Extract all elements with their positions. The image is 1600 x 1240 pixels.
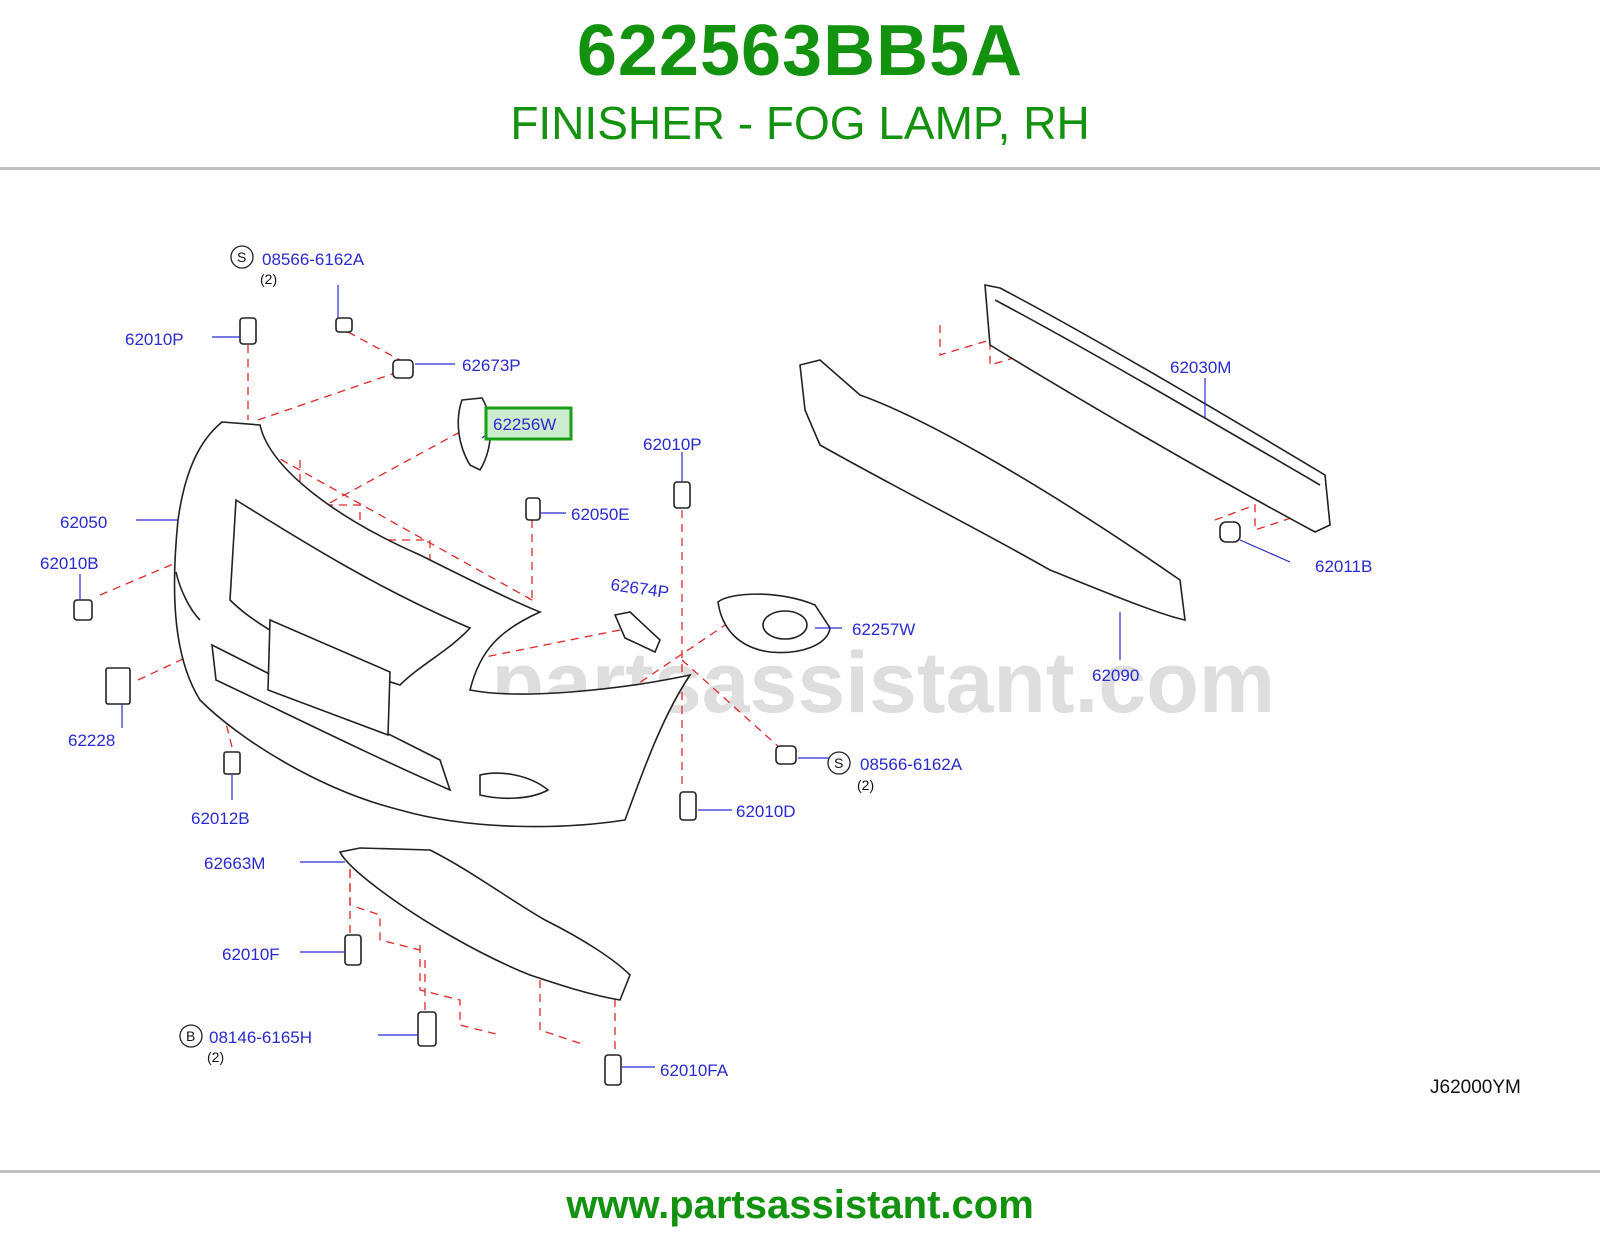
footer-site-url[interactable]: www.partsassistant.com [566,1183,1034,1227]
bolt-62010f-part [344,934,362,966]
label-62010p-left[interactable]: 62010P [125,330,184,349]
svg-text:S: S [237,249,246,265]
part-description: FINISHER - FOG LAMP, RH [510,97,1090,149]
label-leader-lines [79,285,1291,1068]
label-08566-6162a-right[interactable]: 08566-6162A [860,755,963,774]
energy-absorber-part [799,359,1186,622]
clip-62010p-b-part [673,481,691,509]
label-62228[interactable]: 62228 [68,731,115,750]
label-08146-6165h[interactable]: 08146-6165H [209,1028,312,1047]
label-62090[interactable]: 62090 [1092,666,1139,685]
label-62010d[interactable]: 62010D [736,802,796,821]
label-08566-6162a-top[interactable]: 08566-6162A [262,250,365,269]
sensor-62228-part [105,667,131,705]
label-62050[interactable]: 62050 [60,513,107,532]
label-62010f[interactable]: 62010F [222,945,280,964]
qty-08566-right: (2) [857,777,874,793]
bolt-62010d-part [679,791,697,821]
label-62050e[interactable]: 62050E [571,505,630,524]
engine-undercover-part [338,847,631,1001]
screw-08566-a-part [335,317,353,333]
front-bumper-fascia [173,421,692,828]
label-62673p[interactable]: 62673P [462,356,521,375]
badge-s-2: S [827,751,851,775]
label-62010p-center[interactable]: 62010P [643,435,702,454]
bottom-divider [0,1170,1600,1173]
svg-text:S: S [834,755,843,771]
label-62030m[interactable]: 62030M [1170,358,1231,377]
nut-62011b-part [1219,521,1241,543]
label-62010fa[interactable]: 62010FA [660,1061,729,1080]
label-62010b[interactable]: 62010B [40,554,99,573]
bolt-62010b-part [73,599,93,621]
highlighted-part-box [484,406,573,441]
bolt-62010fa-part [604,1054,622,1086]
clip-62673p-part [392,359,414,379]
nut-62012b-part [223,751,241,775]
svg-text:B: B [186,1028,195,1044]
fasteners [73,317,1241,1086]
bolt-08146-part [417,1011,437,1047]
screw-08566-b-part [775,745,797,765]
part-number-title: 622563BB5A [576,11,1024,91]
badge-s-1: S [230,245,254,269]
top-divider [0,167,1600,170]
bumper-reinforcement-part [984,284,1331,533]
fog-lamp-opening [762,610,808,640]
qty-08566-top: (2) [260,271,277,287]
label-62674p[interactable]: 62674P [609,575,670,602]
bracket-62674p-part [613,611,661,654]
label-62257w[interactable]: 62257W [852,620,915,639]
label-62012b[interactable]: 62012B [191,809,250,828]
clip-62050e-part [525,497,541,521]
qty-08146: (2) [207,1049,224,1065]
label-62256w-highlighted[interactable]: 62256W [493,415,556,434]
diagram-code: J62000YM [1430,1077,1521,1098]
label-62663m[interactable]: 62663M [204,854,265,873]
clip-62010p-a-part [239,317,257,345]
label-62011b[interactable]: 62011B [1315,557,1372,576]
page-header: 622563BB5A FINISHER - FOG LAMP, RH [0,0,1600,170]
badge-b-1: B [179,1024,203,1048]
